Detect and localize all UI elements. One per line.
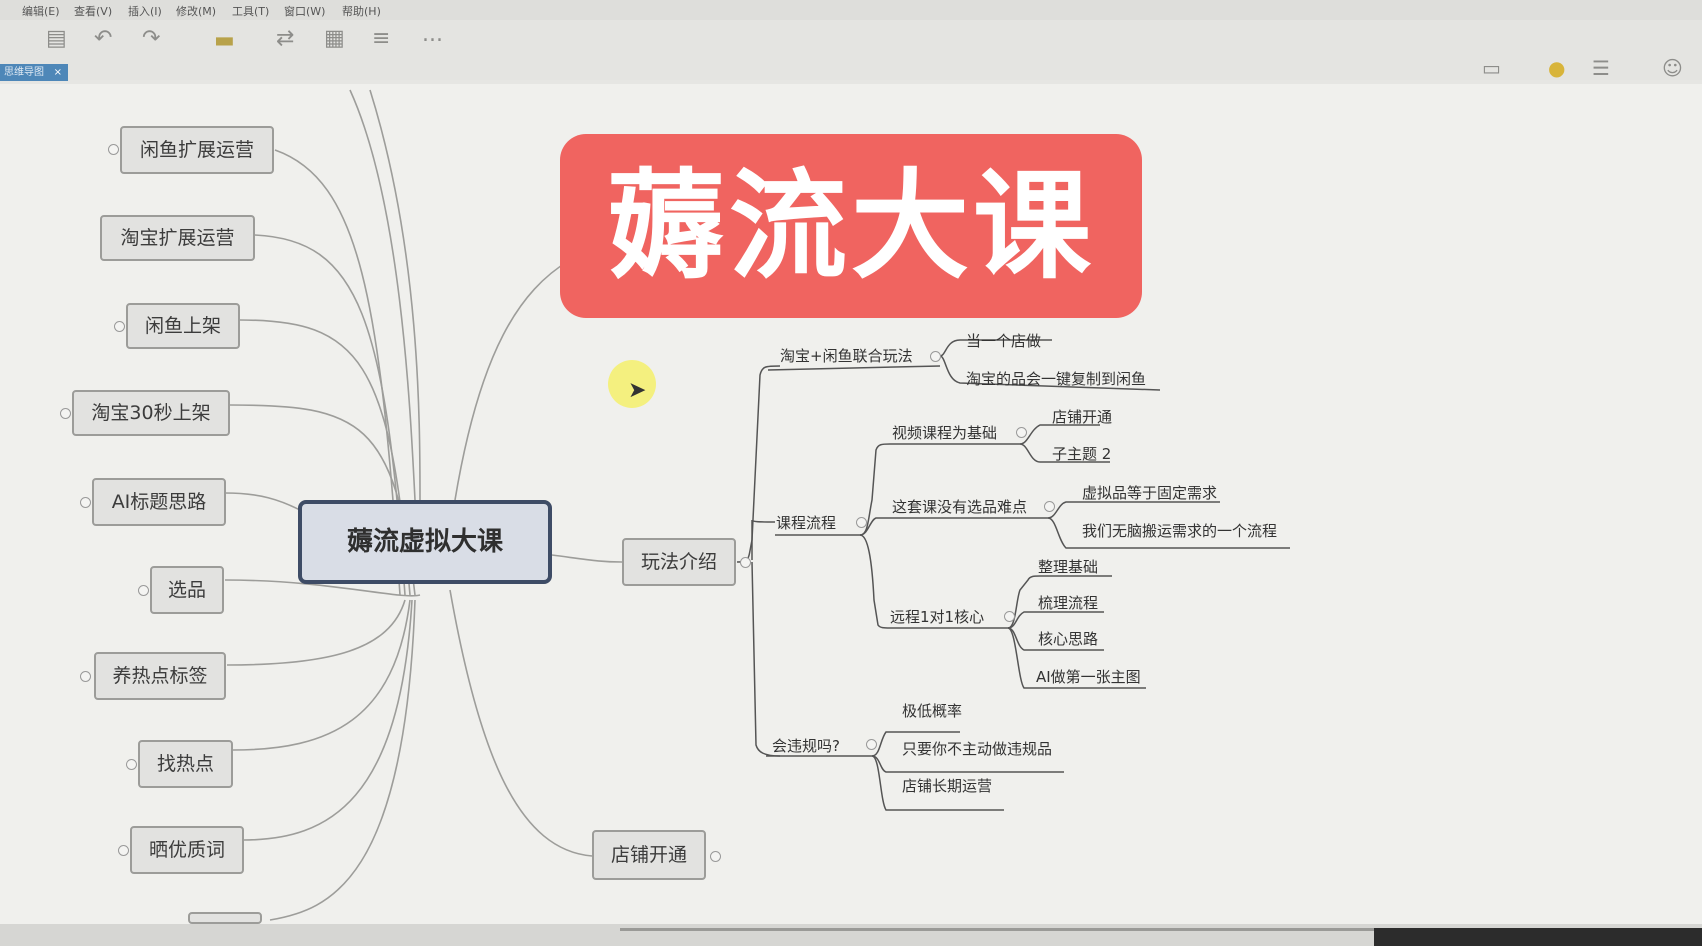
subtopic-course[interactable]: 课程流程 [776, 514, 837, 532]
leaf-long-term[interactable]: 店铺长期运营 [902, 777, 993, 795]
undo-icon[interactable]: ↶ [94, 26, 113, 51]
leaf-move-demand[interactable]: 我们无脑搬运需求的一个流程 [1082, 522, 1278, 540]
document-tab[interactable]: 思维导图 × [0, 64, 68, 81]
topic-hot-tags[interactable]: 养热点标签 [94, 652, 226, 700]
topic-taobao-expand[interactable]: 淘宝扩展运营 [100, 215, 255, 261]
collapse-icon[interactable] [126, 759, 137, 770]
leaf-copy-to-xianyu[interactable]: 淘宝的品会一键复制到闲鱼 [966, 370, 1147, 388]
topic-wanfa[interactable]: 玩法介绍 [622, 538, 736, 586]
collapse-icon[interactable] [138, 585, 149, 596]
horizontal-scrollbar[interactable] [620, 928, 1520, 931]
leaf-one-store[interactable]: 当一个店做 [966, 332, 1042, 350]
topic-store-open[interactable]: 店铺开通 [592, 830, 706, 880]
collapse-icon[interactable] [118, 845, 129, 856]
leaf-fixed-demand[interactable]: 虚拟品等于固定需求 [1082, 484, 1218, 502]
topic-taobao-30s-listing[interactable]: 淘宝30秒上架 [72, 390, 230, 436]
collapse-icon[interactable] [1004, 611, 1015, 622]
topic-find-hotspot[interactable]: 找热点 [138, 740, 233, 788]
subtopic-no-difficulty[interactable]: 这套课没有选品难点 [892, 498, 1028, 516]
subtopic-remote[interactable]: 远程1对1核心 [890, 608, 985, 626]
menu-insert[interactable]: 插入(I) [128, 5, 162, 18]
menu-view[interactable]: 查看(V) [74, 5, 113, 18]
leaf-low-probability[interactable]: 极低概率 [902, 702, 963, 720]
collapse-icon[interactable] [80, 671, 91, 682]
leaf-process[interactable]: 梳理流程 [1038, 594, 1099, 612]
leaf-basics[interactable]: 整理基础 [1038, 558, 1099, 576]
menu-help[interactable]: 帮助(H) [342, 5, 381, 18]
user-icon[interactable]: ☺ [1662, 56, 1683, 80]
topic-ai-title[interactable]: AI标题思路 [92, 478, 226, 526]
leaf-store-open[interactable]: 店铺开通 [1052, 408, 1113, 426]
topic-quality-words[interactable]: 晒优质词 [130, 826, 244, 874]
mouse-cursor-icon: ➤ [628, 378, 647, 403]
collapse-icon[interactable] [60, 408, 71, 419]
toolbar: ▤ ↶ ↷ ▬ ⇄ ▦ ≡ ... ▭ ● ☰ ☺ [0, 20, 1702, 80]
topic-xianyu-listing[interactable]: 闲鱼上架 [126, 303, 240, 349]
present-icon[interactable]: ▭ [1482, 56, 1501, 80]
collapse-icon[interactable] [114, 321, 125, 332]
collapse-icon[interactable] [710, 851, 721, 862]
outline-icon[interactable]: ☰ [1592, 56, 1610, 80]
subtopic-combo[interactable]: 淘宝+闲鱼联合玩法 [780, 347, 913, 365]
leaf-no-violation[interactable]: 只要你不主动做违规品 [902, 740, 1053, 758]
menu-edit[interactable]: 编辑(E) [22, 5, 60, 18]
save-icon[interactable]: ▤ [46, 26, 67, 51]
collapse-icon[interactable] [1044, 501, 1055, 512]
summary-icon[interactable]: ≡ [372, 26, 391, 51]
subtopic-violation[interactable]: 会违规吗? [772, 737, 840, 755]
topic-partial[interactable] [188, 912, 262, 924]
subtopic-video[interactable]: 视频课程为基础 [892, 424, 998, 442]
course-title-banner: 薅流大课 [560, 134, 1142, 318]
idea-icon[interactable]: ● [1548, 56, 1566, 80]
redo-icon[interactable]: ↷ [142, 26, 161, 51]
collapse-icon[interactable] [108, 144, 119, 155]
tab-label: 思维导图 [4, 67, 44, 78]
leaf-subtopic-2[interactable]: 子主题 2 [1052, 445, 1112, 463]
leaf-core-ideas[interactable]: 核心思路 [1038, 630, 1099, 648]
root-topic[interactable]: 薅流虚拟大课 [298, 500, 552, 584]
close-icon[interactable]: × [53, 67, 62, 78]
topic-icon[interactable]: ▬ [214, 28, 235, 53]
image-icon[interactable]: ▦ [324, 26, 345, 51]
menu-modify[interactable]: 修改(M) [176, 5, 217, 18]
more-icon[interactable]: ... [422, 22, 443, 47]
leaf-ai-main-image[interactable]: AI做第一张主图 [1036, 668, 1141, 686]
collapse-icon[interactable] [740, 557, 751, 568]
topic-xianyu-expand[interactable]: 闲鱼扩展运营 [120, 126, 274, 174]
menu-window[interactable]: 窗口(W) [284, 5, 326, 18]
menu-bar: 编辑(E) 查看(V) 插入(I) 修改(M) 工具(T) 窗口(W) 帮助(H… [0, 0, 1702, 20]
topic-product-selection[interactable]: 选品 [150, 566, 224, 614]
taskbar-corner [1374, 928, 1702, 946]
collapse-icon[interactable] [866, 739, 877, 750]
cursor-highlight [608, 360, 656, 408]
collapse-icon[interactable] [80, 497, 91, 508]
menu-tools[interactable]: 工具(T) [232, 5, 270, 18]
collapse-icon[interactable] [1016, 427, 1027, 438]
collapse-icon[interactable] [930, 351, 941, 362]
relationship-icon[interactable]: ⇄ [276, 26, 295, 51]
collapse-icon[interactable] [856, 517, 867, 528]
